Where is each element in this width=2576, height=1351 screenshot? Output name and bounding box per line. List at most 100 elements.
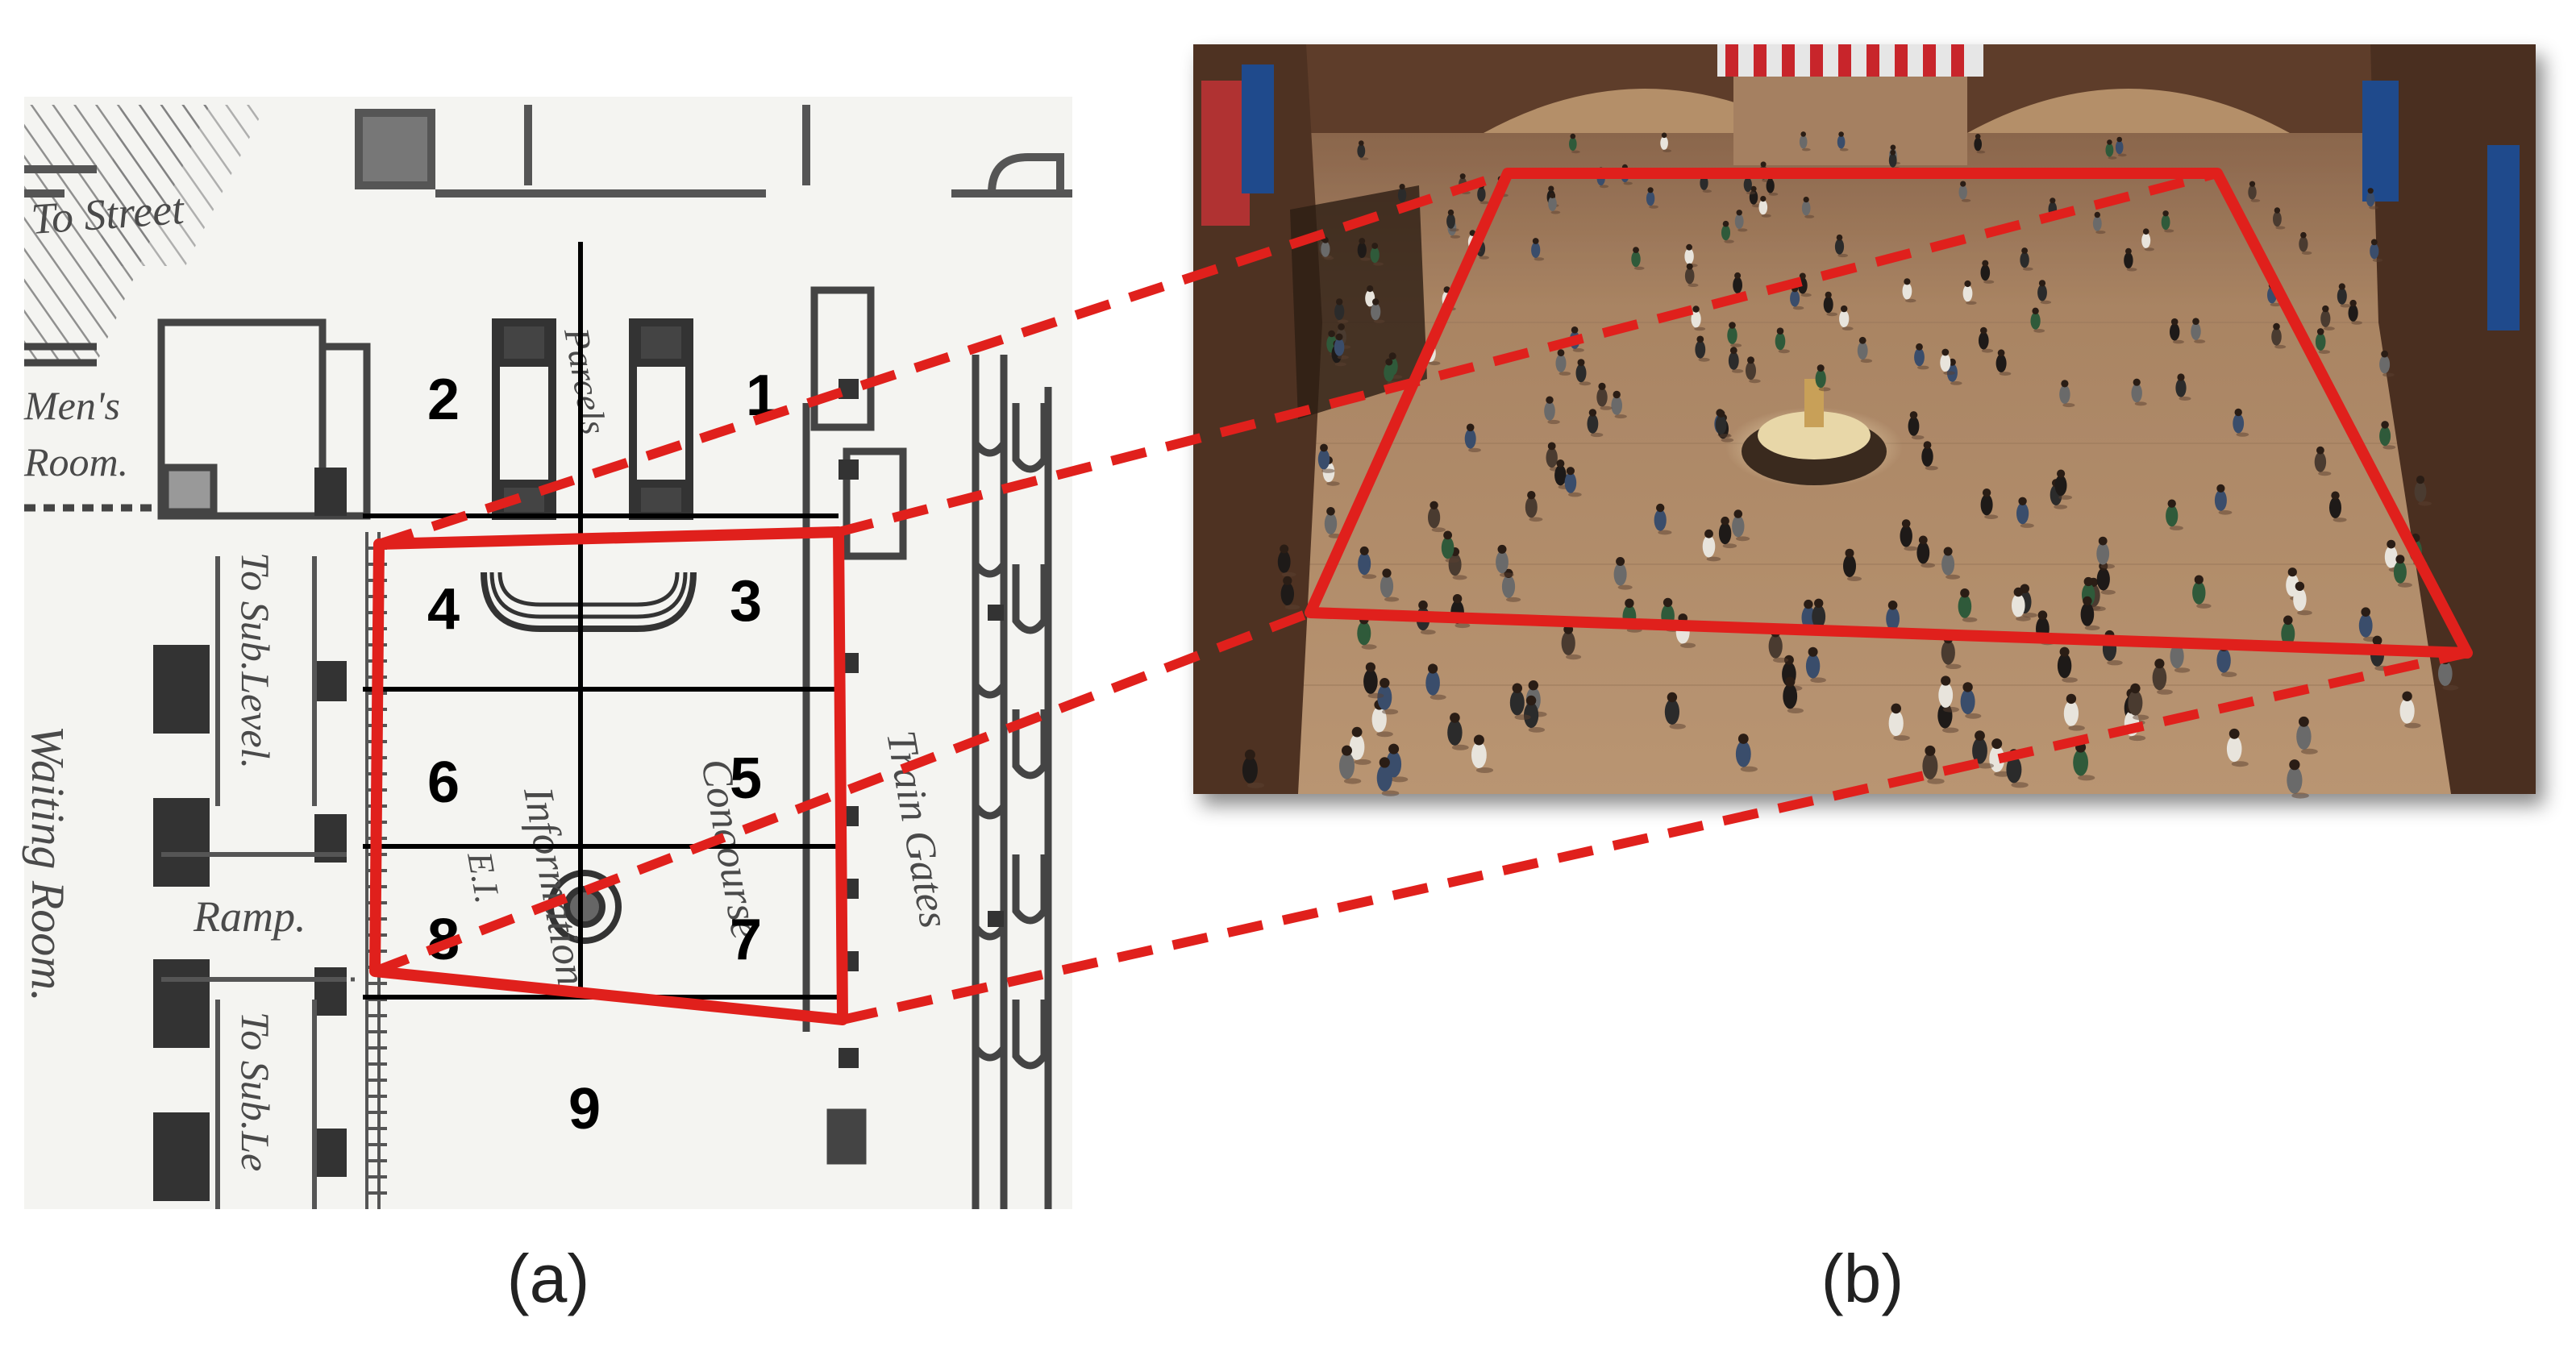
person-head: [1450, 713, 1460, 723]
person-shadow: [2382, 445, 2396, 450]
person-figure: [1691, 310, 1701, 328]
person-figure: [1799, 135, 1808, 149]
booth-top: [1758, 411, 1871, 459]
person-figure: [2006, 756, 2022, 784]
person-figure: [1339, 752, 1355, 779]
person-figure: [2170, 644, 2184, 669]
person-figure: [2080, 602, 2095, 626]
person-figure: [1363, 668, 1378, 694]
person-shadow: [1373, 262, 1384, 266]
person-head: [2021, 247, 2029, 254]
person-figure: [1501, 575, 1516, 598]
person-shadow: [1925, 466, 1938, 471]
person-shadow: [1360, 257, 1371, 261]
person-figure: [1938, 682, 1954, 709]
person-head: [1750, 185, 1757, 192]
person-shadow: [1961, 198, 1971, 202]
person-shadow: [1977, 763, 1994, 769]
person-figure: [1377, 684, 1392, 710]
person-figure: [1524, 702, 1539, 729]
floor-plan-panel: To Street Men's Room. To Sub.Level. To S…: [22, 97, 1072, 1209]
person-head: [2316, 446, 2324, 455]
person-shadow: [2418, 501, 2432, 506]
person-figure: [1702, 535, 1716, 558]
person-shadow: [2397, 582, 2412, 588]
person-figure: [1857, 341, 1868, 360]
person-head: [2381, 350, 2389, 358]
person-figure: [2105, 143, 2114, 157]
person-figure: [2296, 723, 2312, 750]
person-shadow: [2220, 671, 2237, 677]
person-head: [1371, 243, 1379, 249]
person-shadow: [1737, 228, 1748, 232]
person-head: [1283, 576, 1292, 586]
person-figure: [1384, 363, 1395, 382]
person-shadow: [2068, 725, 2085, 731]
person-shadow: [2270, 302, 2282, 307]
person-figure: [1837, 135, 1846, 149]
person-figure: [2037, 284, 2047, 301]
person-head: [1385, 358, 1393, 366]
person-head: [1717, 409, 1725, 418]
person-figure: [2314, 451, 2327, 472]
person-figure: [2320, 310, 2331, 327]
person-head: [1280, 544, 1289, 554]
zone-3-label: 3: [730, 569, 762, 634]
person-shadow: [2301, 748, 2318, 754]
person-figure: [1447, 719, 1463, 746]
person-head: [2387, 539, 2396, 549]
panel-b-caption: (b): [1821, 1241, 1904, 1316]
person-shadow: [1468, 447, 1481, 453]
person-figure: [1743, 177, 1752, 193]
person-shadow: [2318, 471, 2332, 476]
person-head: [1943, 547, 1953, 556]
person-figure: [1380, 575, 1394, 598]
person-head: [2170, 318, 2179, 326]
person-head: [1663, 597, 1673, 608]
person-figure: [1974, 137, 1982, 152]
person-shadow: [1534, 257, 1545, 261]
person-figure: [2214, 489, 2227, 511]
stair-hatch-2: [97, 105, 266, 266]
person-shadow: [2040, 300, 2052, 305]
person-shadow: [1429, 361, 1441, 366]
person-figure: [1525, 497, 1538, 518]
person-shadow: [1724, 239, 1734, 243]
person-shadow: [2011, 782, 2029, 788]
person-figure: [1914, 347, 1925, 367]
person-shadow: [1343, 778, 1362, 784]
person-shadow: [2016, 616, 2031, 621]
person-head: [2162, 210, 2169, 217]
person-figure: [1775, 332, 1786, 351]
person-head: [2130, 683, 2141, 694]
person-shadow: [1323, 256, 1334, 260]
person-shadow: [1246, 782, 1265, 788]
person-figure: [2057, 653, 2072, 679]
person-figure: [1611, 396, 1622, 415]
person-head: [1729, 347, 1737, 355]
person-shadow: [2297, 610, 2312, 616]
person-figure: [2384, 546, 2398, 568]
person-figure: [2124, 252, 2133, 268]
person-figure: [1548, 196, 1557, 212]
person-shadow: [1942, 706, 1959, 713]
person-head: [1380, 678, 1390, 688]
person-figure: [2329, 497, 2341, 518]
person-shadow: [2058, 495, 2072, 500]
person-shadow: [1528, 727, 1546, 733]
person-head: [1692, 306, 1700, 313]
person-figure: [1746, 361, 1756, 380]
blue-banner-3: [1242, 64, 1274, 193]
person-shadow: [1326, 481, 1340, 486]
person-shadow: [1694, 326, 1706, 331]
person-figure: [1888, 153, 1897, 168]
person-shadow: [1921, 563, 1936, 568]
person-shadow: [1579, 381, 1592, 386]
person-figure: [1902, 282, 1912, 300]
person-shadow: [2020, 523, 2034, 528]
person-shadow: [1942, 727, 1959, 734]
person-shadow: [2100, 563, 2116, 569]
person-shadow: [1730, 343, 1742, 347]
person-head: [1825, 291, 1832, 298]
person-head: [2381, 421, 2389, 429]
